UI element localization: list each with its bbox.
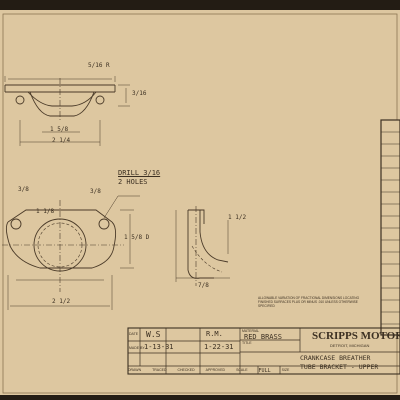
- made-by-label: MADE BY: [129, 346, 145, 350]
- footer-label: SCALE: [236, 368, 248, 372]
- footer-value: FULL: [258, 368, 271, 374]
- holes-callout: 2 HOLES: [118, 178, 148, 186]
- drill-callout: DRILL 3/16: [118, 169, 161, 177]
- checker-value: R.M.: [206, 330, 223, 338]
- dimension-label: 5/16 R: [88, 62, 110, 69]
- material-label: MATERIAL: [242, 329, 260, 333]
- material-value: RED BRASS: [244, 333, 282, 341]
- dimension-label: 1 1/2: [228, 214, 247, 221]
- dimension-label: 2 1/2: [52, 298, 71, 305]
- note-line: ALLOWABLE VARIATION OF FRACTIONAL DIMENS…: [258, 296, 360, 300]
- title-block-lines: [127, 327, 400, 375]
- tolerance-notes: ALLOWABLE VARIATION OF FRACTIONAL DIMENS…: [258, 296, 378, 308]
- footer-label: SIZE: [281, 368, 290, 372]
- title-label: TITLE: [242, 341, 252, 345]
- drawing-sheet: 5/16 R 3/16 1 5/8 2 1/4 3/8 3/8 1 1/8 1 …: [0, 10, 400, 395]
- note-line: SPECIFIED: [258, 304, 275, 308]
- note-line: FINISHED SURFACES PLUS OR MINUS .010 UNL…: [258, 300, 358, 304]
- drawing-linework: [2, 13, 400, 394]
- top-view: [4, 76, 130, 146]
- title-block-footer: DRAWN TRACED CHECKED APPROVED SCALE FULL…: [128, 368, 378, 374]
- date-label: DATE: [129, 332, 139, 336]
- footer-label: DRAWN: [128, 368, 142, 372]
- dimension-label: 7/8: [198, 282, 209, 289]
- company-location: DETROIT, MICHIGAN: [330, 343, 370, 348]
- side-view: [175, 206, 230, 286]
- footer-label: TRACED: [152, 368, 167, 372]
- title-line-1: CRANKCASE BREATHER: [300, 354, 371, 362]
- revision-panel: [380, 119, 400, 336]
- footer-label: CHECKED: [177, 368, 195, 372]
- date-value: 1-13-31: [144, 343, 174, 351]
- footer-label: APPROVED: [205, 368, 226, 372]
- dimension-label: 3/8: [90, 188, 101, 195]
- title-line-2: TUBE BRACKET - UPPER: [300, 363, 379, 371]
- dimension-label: 3/8: [18, 186, 29, 193]
- front-view: [2, 195, 140, 310]
- dimension-label: 1 1/8: [36, 208, 55, 215]
- dimension-label: 3/16: [132, 90, 147, 97]
- checker-date: 1-22-31: [204, 343, 234, 351]
- dimension-label: 1 5/8 D: [124, 234, 150, 241]
- company-name: SCRIPPS MOTOR: [312, 330, 400, 342]
- dimension-label: 1 5/8: [50, 126, 69, 133]
- made-by-value: W.S: [146, 330, 161, 339]
- dimension-label: 2 1/4: [52, 137, 71, 144]
